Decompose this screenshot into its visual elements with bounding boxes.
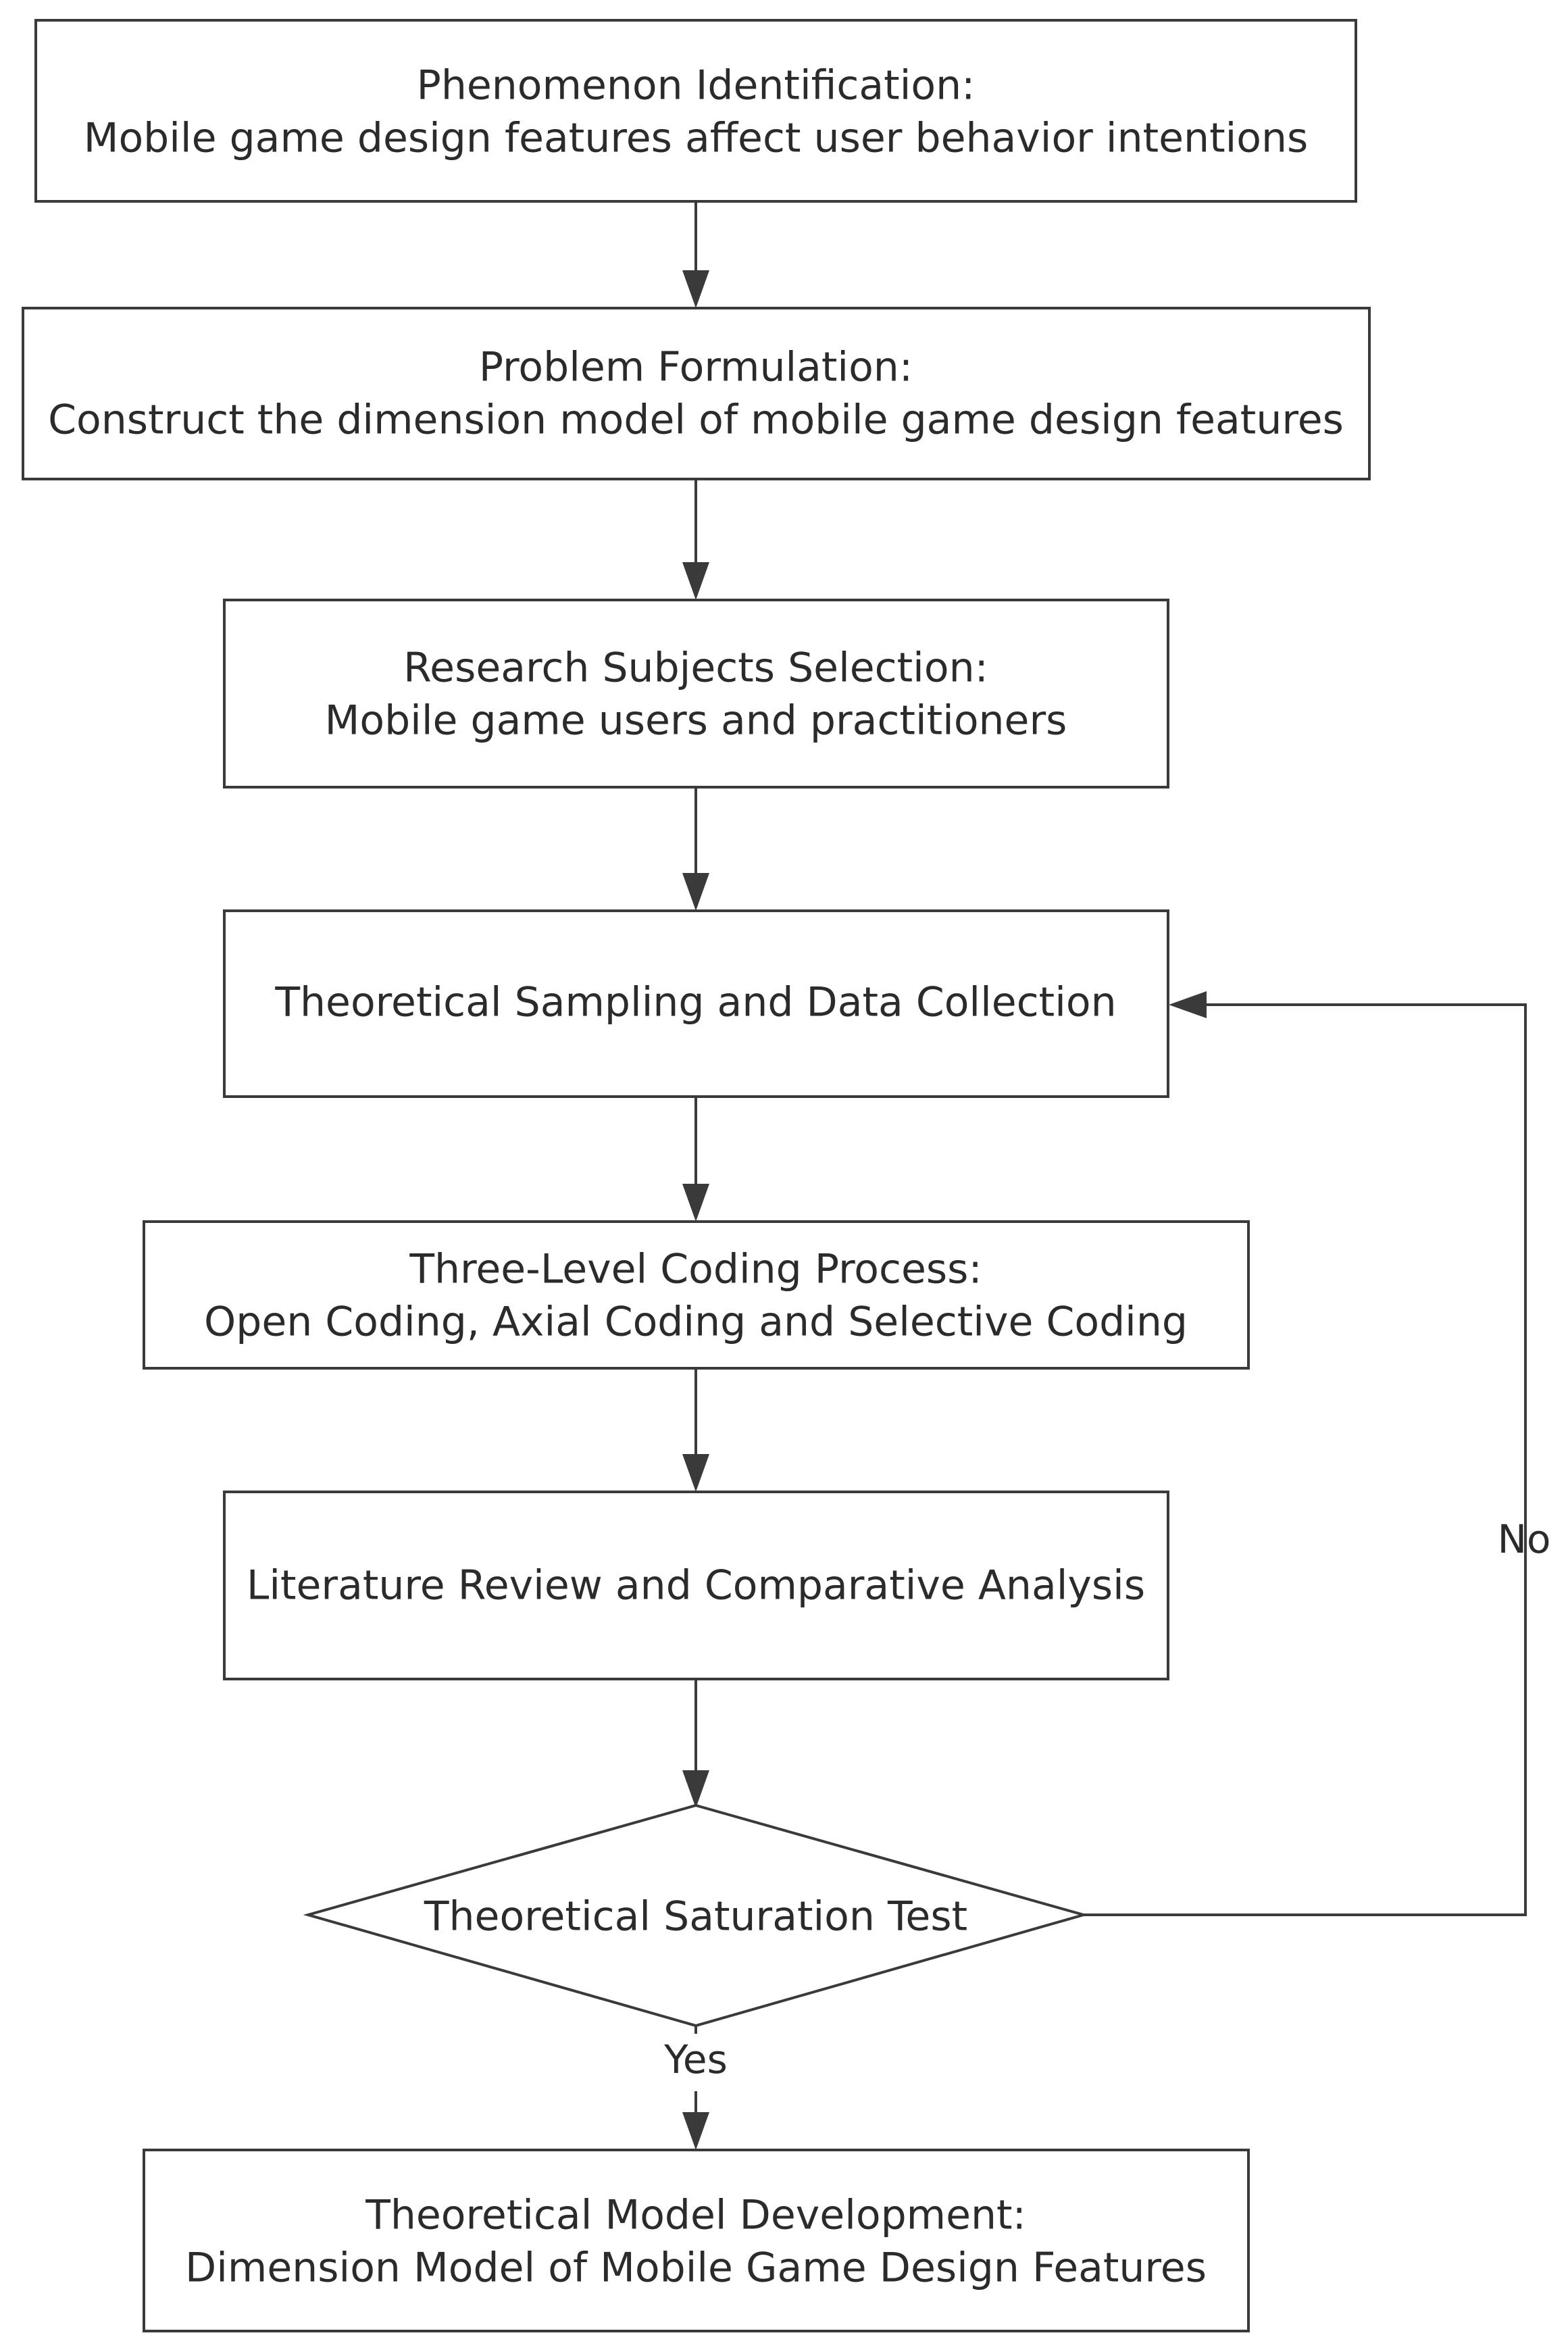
node-theoretical-sampling: Theoretical Sampling and Data Collection	[223, 909, 1169, 1098]
decision-saturation-label: Theoretical Saturation Test	[424, 1893, 967, 1941]
arrow-saturation-to-sampling-loop	[1084, 1003, 1527, 1916]
edge-label-yes: Yes	[663, 2036, 728, 2082]
node-sampling-title: Theoretical Sampling and Data Collection	[274, 979, 1116, 1026]
node-subjects-title: Research Subjects Selection:	[403, 645, 988, 692]
node-problem-formulation: Problem Formulation: Construct the dimen…	[22, 307, 1371, 480]
edge-label-no: No	[1498, 1516, 1551, 1562]
arrowhead-icon	[682, 1454, 709, 1492]
node-phenomenon-title: Phenomenon Identification:	[417, 62, 976, 109]
node-model-title: Theoretical Model Development:	[365, 2192, 1026, 2239]
node-coding-detail: Open Coding, Axial Coding and Selective …	[204, 1299, 1188, 1346]
node-model-development: Theoretical Model Development: Dimension…	[143, 2149, 1250, 2332]
node-coding-process: Three-Level Coding Process: Open Coding,…	[143, 1220, 1250, 1370]
node-coding-title: Three-Level Coding Process:	[409, 1246, 982, 1293]
node-phenomenon-detail: Mobile game design features affect user …	[84, 115, 1309, 162]
node-problem-detail: Construct the dimension model of mobile …	[48, 397, 1344, 444]
arrowhead-icon	[682, 873, 709, 911]
connectors	[682, 201, 1527, 2150]
arrowhead-icon	[1169, 991, 1207, 1018]
arrowhead-icon	[682, 1770, 709, 1808]
decision-saturation-test: Theoretical Saturation Test	[303, 1803, 1089, 2028]
node-problem-title: Problem Formulation:	[479, 344, 913, 391]
arrowhead-icon	[682, 2112, 709, 2150]
node-research-subjects: Research Subjects Selection: Mobile game…	[223, 599, 1169, 789]
arrowhead-icon	[682, 270, 709, 308]
arrowhead-icon	[682, 562, 709, 600]
node-literature-title: Literature Review and Comparative Analys…	[247, 1562, 1145, 1609]
node-literature-review: Literature Review and Comparative Analys…	[223, 1491, 1169, 1680]
node-subjects-detail: Mobile game users and practitioners	[325, 697, 1067, 745]
arrowhead-icon	[682, 1184, 709, 1222]
node-phenomenon-identification: Phenomenon Identification: Mobile game d…	[34, 19, 1357, 203]
node-model-detail: Dimension Model of Mobile Game Design Fe…	[185, 2245, 1207, 2292]
